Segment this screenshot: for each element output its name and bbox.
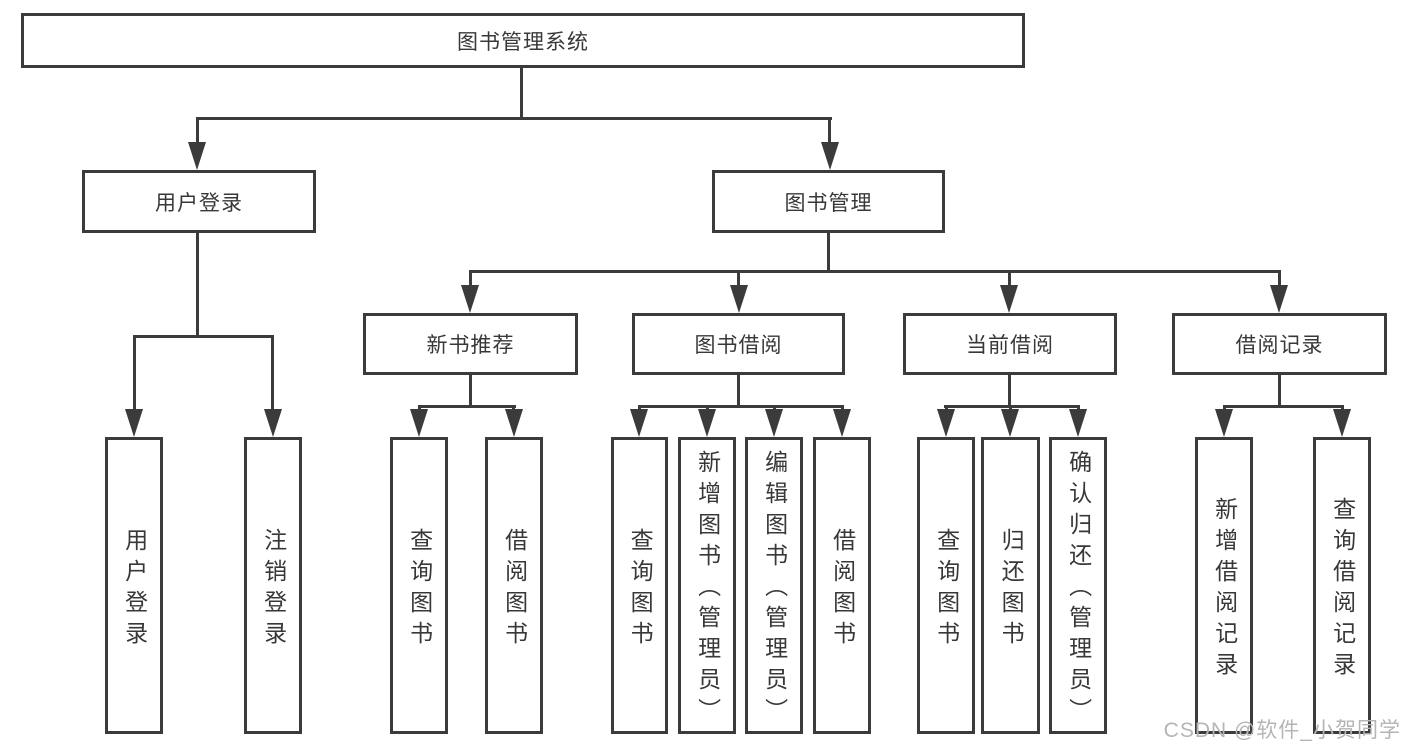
leaf-label: 编辑图书（管理员） — [761, 450, 788, 729]
leaf-return-book: 归还图书 — [981, 437, 1040, 734]
connector-segment — [1278, 270, 1281, 288]
arrow-down-icon — [1069, 409, 1087, 437]
arrow-down-icon — [833, 409, 851, 437]
arrow-down-icon — [937, 409, 955, 437]
leaf-label: 注销登录 — [260, 527, 287, 652]
arrow-down-icon — [630, 409, 648, 437]
connector-segment — [418, 405, 516, 408]
leaf-logout: 注销登录 — [244, 437, 302, 734]
arrow-down-icon — [461, 285, 479, 313]
connector-segment — [737, 375, 740, 407]
connector-segment — [133, 335, 136, 413]
connector-segment — [1223, 405, 1344, 408]
node-library-system: 图书管理系统 — [21, 13, 1025, 68]
arrow-down-icon — [125, 409, 143, 437]
connector-segment — [133, 335, 274, 338]
leaf-label: 新增图书（管理员） — [694, 450, 721, 729]
leaf-label: 新增借阅记录 — [1211, 496, 1238, 683]
leaf-query-book-recommend: 查询图书 — [390, 437, 448, 734]
connector-segment — [827, 233, 830, 272]
connector-segment — [469, 375, 472, 407]
leaf-add-borrow-record: 新增借阅记录 — [1195, 437, 1253, 734]
connector-segment — [469, 270, 472, 288]
arrow-down-icon — [410, 409, 428, 437]
leaf-user-login: 用户登录 — [105, 437, 163, 734]
leaf-label: 归还图书 — [998, 527, 1025, 652]
arrow-down-icon — [1001, 409, 1019, 437]
leaf-label: 查询图书 — [627, 527, 654, 652]
leaf-label: 用户登录 — [121, 527, 148, 652]
arrow-down-icon — [188, 142, 206, 170]
arrow-down-icon — [1215, 409, 1233, 437]
node-book-borrow: 图书借阅 — [632, 313, 845, 375]
node-borrow-records: 借阅记录 — [1172, 313, 1387, 375]
arrow-down-icon — [264, 409, 282, 437]
connector-segment — [196, 233, 199, 337]
arrow-down-icon — [765, 409, 783, 437]
leaf-label: 查询借阅记录 — [1329, 496, 1356, 683]
watermark-text: CSDN @软件_小贺同学 — [1163, 719, 1401, 742]
node-current-borrow: 当前借阅 — [903, 313, 1117, 375]
connector-segment — [737, 270, 740, 288]
arrow-down-icon — [730, 285, 748, 313]
arrow-down-icon — [821, 142, 839, 170]
leaf-query-borrow-record: 查询借阅记录 — [1313, 437, 1371, 734]
leaf-confirm-return-admin: 确认归还（管理员） — [1049, 437, 1107, 734]
leaf-edit-book-admin: 编辑图书（管理员） — [745, 437, 803, 734]
leaf-label: 借阅图书 — [501, 527, 528, 652]
connector-segment — [196, 117, 199, 145]
arrow-down-icon — [698, 409, 716, 437]
leaf-borrow-book-recommend: 借阅图书 — [485, 437, 543, 734]
leaf-label: 查询图书 — [406, 527, 433, 652]
arrow-down-icon — [1000, 285, 1018, 313]
connector-segment — [1008, 375, 1011, 407]
leaf-label: 确认归还（管理员） — [1065, 450, 1092, 729]
leaf-label: 借阅图书 — [829, 527, 856, 652]
connector-segment — [520, 67, 523, 119]
leaf-add-book-admin: 新增图书（管理员） — [678, 437, 736, 734]
leaf-query-book-borrow: 查询图书 — [611, 437, 668, 734]
connector-segment — [196, 117, 832, 120]
connector-segment — [1008, 270, 1011, 288]
arrow-down-icon — [1333, 409, 1351, 437]
node-user-login: 用户登录 — [82, 170, 316, 233]
node-book-management: 图书管理 — [712, 170, 945, 233]
connector-segment — [638, 405, 843, 408]
node-new-book-recommend: 新书推荐 — [363, 313, 578, 375]
connector-segment — [828, 117, 831, 145]
arrow-down-icon — [505, 409, 523, 437]
connector-segment — [271, 335, 274, 413]
leaf-query-book-current: 查询图书 — [917, 437, 975, 734]
leaf-label: 查询图书 — [933, 527, 960, 652]
connector-segment — [469, 270, 1281, 273]
connector-segment — [1278, 375, 1281, 407]
leaf-borrow-book: 借阅图书 — [813, 437, 871, 734]
arrow-down-icon — [1270, 285, 1288, 313]
